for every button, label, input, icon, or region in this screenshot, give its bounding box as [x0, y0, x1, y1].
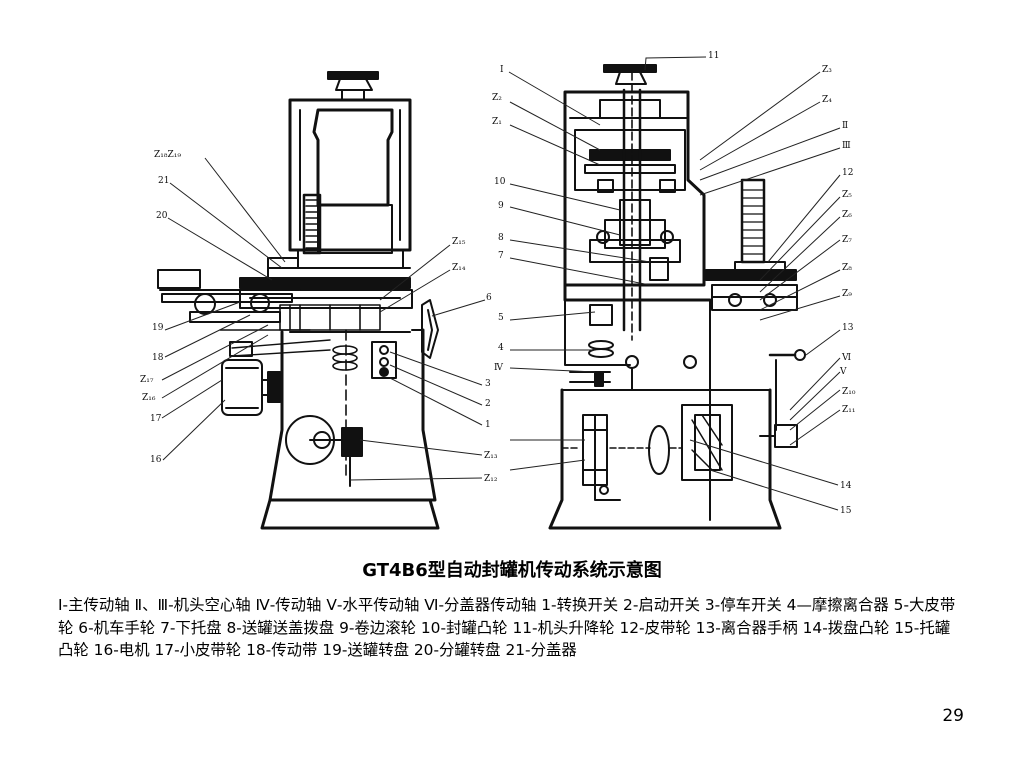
label-1: 1 — [485, 420, 491, 430]
label-12: 12 — [842, 168, 853, 178]
label-z13: Z₁₃ — [484, 451, 498, 461]
label-3: 3 — [485, 379, 491, 389]
label-z15: Z₁₅ — [452, 237, 466, 247]
label-19: 19 — [152, 323, 164, 333]
label-17: 17 — [150, 414, 162, 424]
label-5: 5 — [498, 313, 504, 323]
right-part-labels: 11 Ⅰ Z₂ Z₁ 10 9 8 7 5 4 Ⅳ Z₃ Z₄ Ⅱ Ⅲ 12 Z… — [492, 51, 856, 516]
label-shaft-IV: Ⅳ — [494, 363, 504, 373]
label-7: 7 — [498, 251, 504, 261]
label-z3: Z₃ — [822, 65, 832, 75]
label-18: 18 — [152, 353, 164, 363]
label-z1: Z₁ — [492, 117, 502, 127]
label-z11: Z₁₁ — [842, 405, 855, 415]
label-16: 16 — [150, 455, 162, 465]
label-21: 21 — [158, 176, 169, 186]
label-20: 20 — [156, 211, 168, 221]
label-z10: Z₁₀ — [842, 387, 856, 397]
transmission-diagram: Z₁₈Z₁₉ 21 20 19 18 Z₁₇ Z₁₆ 17 16 Z₁₅ Z₁₄… — [140, 51, 856, 530]
label-8: 8 — [498, 233, 504, 243]
label-11: 11 — [708, 51, 719, 61]
label-z8: Z₈ — [842, 263, 852, 273]
label-shaft-III: Ⅲ — [842, 141, 851, 151]
label-z14: Z₁₄ — [452, 263, 466, 273]
label-15: 15 — [840, 506, 852, 516]
label-4: 4 — [498, 343, 504, 353]
label-13: 13 — [842, 323, 854, 333]
label-z7: Z₇ — [842, 235, 852, 245]
label-z12: Z₁₂ — [484, 474, 498, 484]
label-z16: Z₁₆ — [142, 393, 156, 403]
label-z6: Z₆ — [842, 210, 852, 220]
page-number: 29 — [942, 706, 964, 726]
label-z5: Z₅ — [842, 190, 852, 200]
figure-caption: Ⅰ-主传动轴 Ⅱ、Ⅲ-机头空心轴 Ⅳ-传动轴 Ⅴ-水平传动轴 Ⅵ-分盖器传动轴 … — [58, 596, 956, 659]
figure-title: GT4B6型自动封罐机传动系统示意图 — [362, 560, 662, 581]
label-z9: Z₉ — [842, 289, 852, 299]
label-shaft-VI: Ⅵ — [841, 353, 851, 363]
right-machine-drawing — [548, 64, 806, 530]
label-shaft-II: Ⅱ — [842, 121, 848, 131]
label-z4: Z₄ — [822, 95, 832, 105]
label-shaft-V: Ⅴ — [839, 367, 847, 377]
label-2: 2 — [485, 399, 491, 409]
label-14: 14 — [840, 481, 852, 491]
label-9: 9 — [498, 201, 504, 211]
left-machine-drawing — [157, 71, 440, 530]
label-shaft-I: Ⅰ — [500, 65, 504, 75]
leader-lines — [161, 56, 841, 511]
label-z2: Z₂ — [492, 93, 502, 103]
label-10: 10 — [494, 177, 506, 187]
label-z18-z19: Z₁₈Z₁₉ — [154, 150, 181, 160]
label-6: 6 — [486, 293, 492, 303]
left-part-labels: Z₁₈Z₁₉ 21 20 19 18 Z₁₇ Z₁₆ 17 16 Z₁₅ Z₁₄… — [140, 150, 498, 484]
label-z17: Z₁₇ — [140, 375, 154, 385]
